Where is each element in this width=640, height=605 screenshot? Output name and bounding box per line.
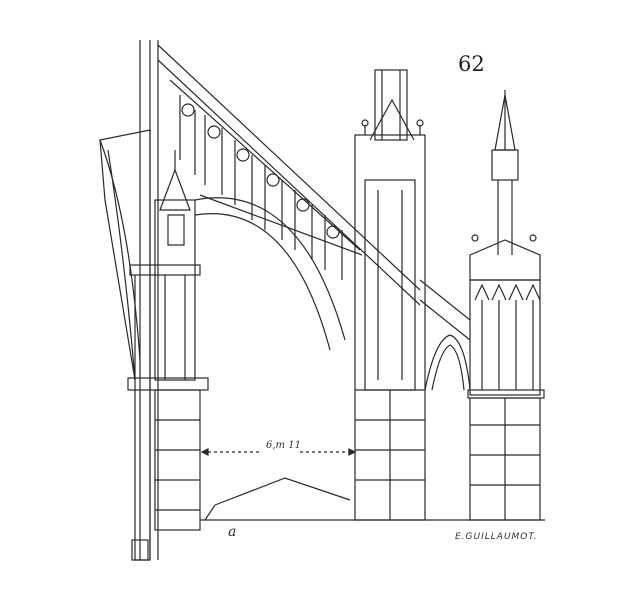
- buttress-arch: [194, 194, 363, 351]
- lower-buttress: [419, 279, 471, 391]
- right-pier: [467, 90, 545, 521]
- dimension-label: 6,m 11: [266, 440, 301, 451]
- figure-number: 62: [458, 52, 485, 76]
- engraver-signature: E.GUILLAUMOT.: [455, 532, 538, 542]
- point-mark: a: [228, 524, 237, 540]
- left-wall: [99, 40, 159, 561]
- buttress-rail: [157, 44, 421, 306]
- ground-and-roof: [200, 477, 545, 521]
- central-pier: [354, 69, 426, 521]
- buttress-tracery: [179, 95, 343, 280]
- left-pier: [127, 150, 209, 531]
